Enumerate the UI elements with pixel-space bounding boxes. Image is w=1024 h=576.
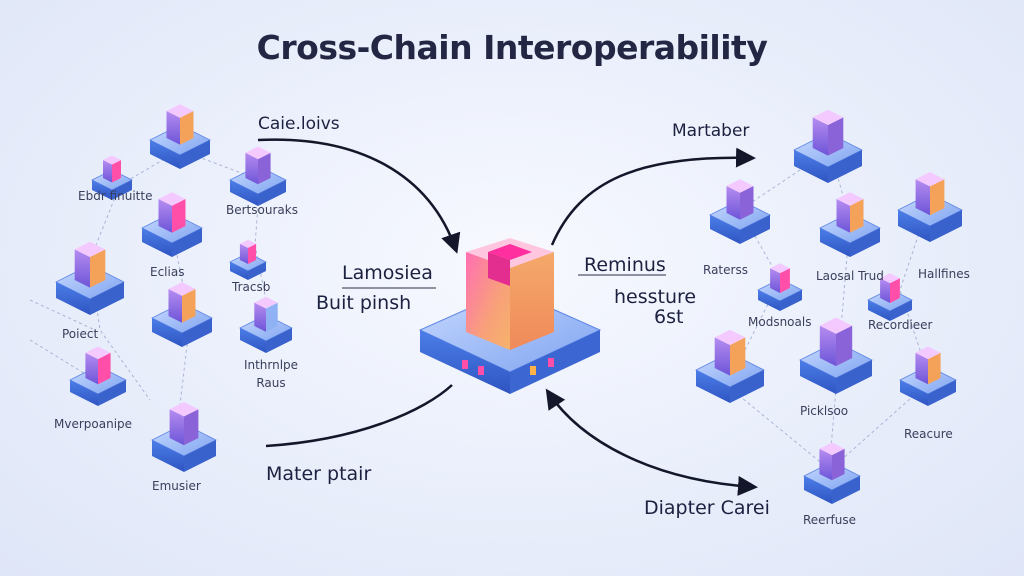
left-node-label-7: Mverpoanipe (54, 417, 133, 431)
arrow-top-right (550, 147, 756, 246)
label-top-left-arrow: Caie.loivs (258, 114, 340, 134)
arrow-bottom-left (265, 384, 453, 448)
label-bottom-left-arrow: Mater ptair (266, 463, 372, 485)
block-right-5-icon (757, 263, 803, 311)
right-node-label-6: Picklsoo (800, 404, 849, 418)
label-center-left-2: Buit pinsh (316, 292, 412, 314)
label-center-left-1: Lamosiea (342, 262, 433, 284)
left-node-label-1: Ebdr finuitte (78, 189, 153, 203)
left-node-label-4: Tracsb (232, 280, 271, 294)
block-left-7-icon (151, 282, 213, 347)
central-hub (418, 238, 602, 394)
page-title: Cross-Chain Interoperability (256, 28, 768, 67)
right-node-label-4: Modsnoals (748, 315, 812, 329)
arrow-top-left (257, 138, 461, 254)
block-right-7-icon (695, 329, 765, 403)
block-right-4-icon (897, 172, 963, 242)
left-node-label-5: Poiect (62, 327, 99, 341)
block-left-3-icon (229, 146, 287, 206)
block-left-1-icon (149, 104, 211, 169)
block-right-10-icon (803, 442, 861, 504)
block-left-4-icon (141, 192, 203, 257)
right-node-label-7: Reacure (904, 427, 953, 441)
block-right-3-icon (819, 192, 881, 257)
block-left-6-icon (55, 241, 125, 315)
block-right-9-icon (899, 346, 957, 406)
block-right-1-icon (793, 109, 863, 183)
block-left-5-icon (229, 239, 267, 280)
right-node-label-8: Reerfuse (803, 513, 856, 527)
left-node-label-2: Bertsouraks (226, 203, 298, 217)
arrow-bottom-right (545, 388, 758, 496)
right-node-label-2: Laosal Trud (816, 269, 884, 283)
label-top-right-arrow: Martaber (672, 121, 750, 141)
right-node-label-1: Raterss (703, 263, 748, 277)
left-node-label-8: Emusier (152, 479, 201, 493)
left-node-label-3: Eclias (150, 265, 185, 279)
left-node-label-6: Inthrnlpe Raus (243, 358, 299, 390)
right-node-label-5: Recordieer (868, 318, 933, 332)
block-left-10-icon (151, 402, 217, 472)
block-left-2-icon (91, 155, 133, 200)
block-left-8-icon (239, 296, 293, 353)
label-bottom-right-arrow: Diapter Carei (644, 497, 770, 519)
label-center-right-1: Reminus (584, 254, 666, 276)
block-left-9-icon (69, 346, 127, 406)
label-center-right-3: 6st (654, 306, 684, 328)
right-node-label-3: Hallfines (918, 267, 970, 281)
block-right-8-icon (799, 317, 873, 394)
label-center-right-2: hessture (614, 286, 697, 308)
block-right-6-icon (867, 273, 913, 321)
block-right-2-icon (709, 179, 771, 244)
